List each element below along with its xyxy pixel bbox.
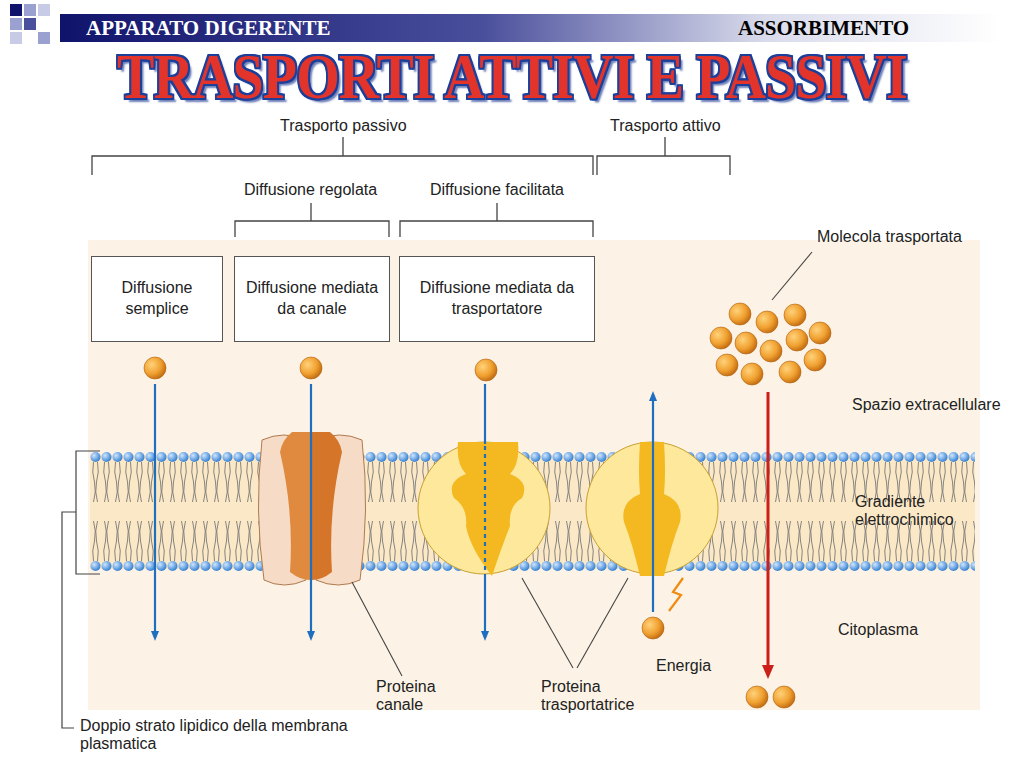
diagram-label: Trasporto attivo: [610, 117, 721, 135]
header-text: ASSORBIMENTO: [738, 16, 909, 40]
text-group: Diffusione mediata da trasportatore: [408, 278, 586, 320]
box-text: Diffusione semplice: [100, 278, 214, 320]
header-text: APPARATO DIGERENTE: [86, 16, 330, 40]
diagram-label: Diffusione facilitata: [430, 181, 564, 199]
diagram-label: Gradiente elettrochimico: [855, 493, 975, 530]
diagram-label: Doppio strato lipidico della membrana pl…: [80, 717, 360, 754]
diagram-label: Citoplasma: [838, 621, 918, 639]
text-box: Diffusione semplice: [91, 256, 223, 342]
text-group: Diffusione semplice: [100, 278, 214, 320]
text-group: Diffusione mediata da canale: [243, 278, 381, 320]
diagram-label: Molecola trasportata: [817, 228, 962, 246]
text-box: Diffusione mediata da trasportatore: [399, 256, 595, 342]
diagram-label: Spazio extracellulare: [852, 396, 1001, 414]
box-text: Diffusione mediata da trasportatore: [408, 278, 586, 320]
diagram-label: Proteina canale: [376, 678, 456, 715]
diagram-label: Diffusione regolata: [244, 181, 377, 199]
text-box: Diffusione mediata da canale: [234, 256, 390, 342]
diagram-label: Energia: [656, 657, 711, 675]
diagram-label: Trasporto passivo: [280, 117, 407, 135]
diagram-label: Proteina trasportatrice: [541, 678, 651, 715]
box-text: Diffusione mediata da canale: [243, 278, 381, 320]
slide-title: TRASPORTI ATTIVI E PASSIVI: [117, 40, 907, 114]
